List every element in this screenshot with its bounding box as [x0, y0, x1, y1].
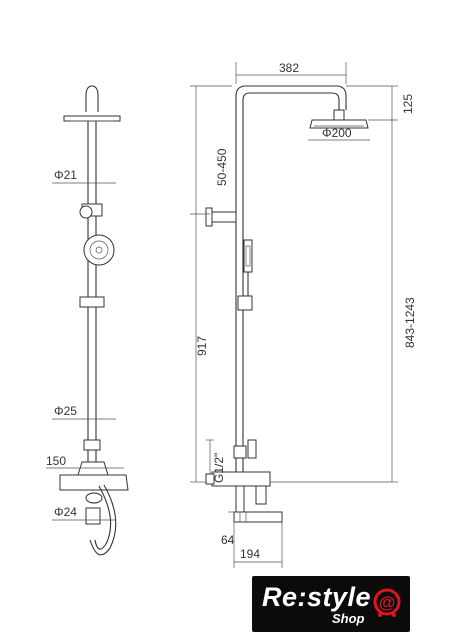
front-hand-shower — [83, 234, 115, 266]
side-spout — [233, 511, 283, 523]
side-hand-shower — [243, 239, 253, 273]
dim-rod-diameter-bottom: Φ25 — [54, 404, 77, 418]
logo-symbol: @ — [379, 593, 396, 612]
dim-spout-height: 64 — [221, 533, 235, 547]
front-shower-head — [63, 115, 121, 122]
front-view: Φ21 Φ25 150 Φ24 — [46, 85, 129, 556]
dim-arm-height: 50-450 — [215, 148, 229, 186]
dim-head-diameter: Φ200 — [322, 126, 352, 140]
dim-rod-length: 917 — [195, 336, 209, 356]
side-slider — [237, 295, 253, 311]
front-slider — [79, 296, 105, 308]
dim-spout-reach: 194 — [240, 547, 260, 561]
dim-mixer-body-diameter: Φ24 — [54, 505, 77, 519]
cart-at-icon: @ — [373, 588, 401, 617]
dim-arm-length: 382 — [279, 61, 299, 75]
side-wall-bracket — [209, 211, 237, 223]
dim-thread: G1/2" — [212, 453, 226, 483]
logo-sub: Shop — [332, 611, 365, 626]
dim-rod-diameter-top: Φ21 — [54, 168, 77, 182]
dim-mixer-centers: 150 — [46, 454, 66, 468]
brand-logo: Re:style Shop @ — [252, 576, 410, 632]
dim-head-drop: 125 — [401, 94, 415, 114]
side-view: 382 125 Φ200 843-1243 50-450 917 G1/2" 6… — [190, 61, 417, 568]
dim-outlet-range: 843-1243 — [403, 297, 417, 348]
logo-name: Re:style — [262, 582, 372, 612]
front-mixer — [59, 474, 129, 491]
